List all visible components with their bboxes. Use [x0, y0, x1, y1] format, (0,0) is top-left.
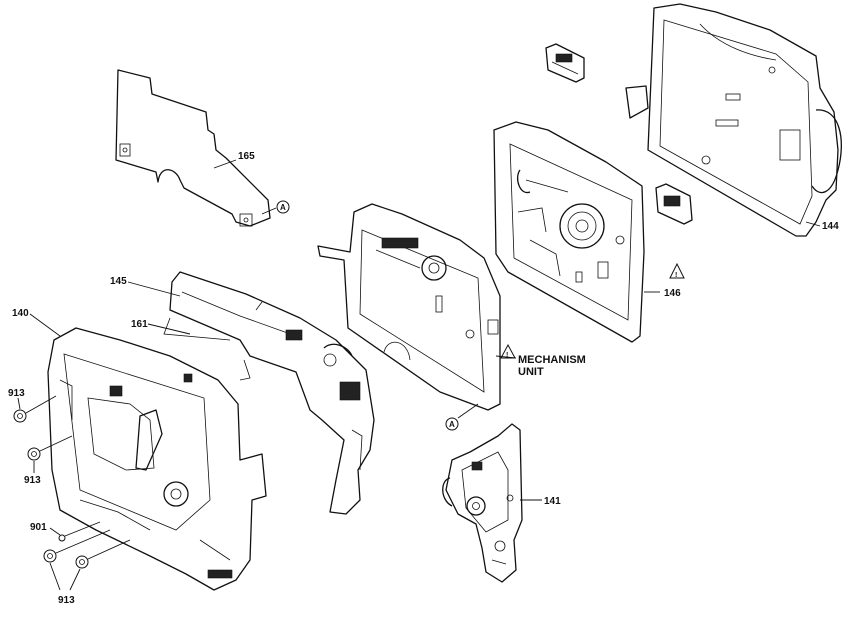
ref-a2-text: A — [449, 420, 455, 429]
ref-a1-text: A — [280, 203, 286, 212]
label-144: 144 — [822, 221, 839, 232]
part-141-side-bracket — [442, 423, 523, 583]
leader-145 — [127, 281, 181, 297]
warning-triangle-146: ! — [669, 262, 685, 279]
label-913-lower: 913 — [58, 595, 75, 606]
label-901: 901 — [30, 522, 47, 533]
label-913-middle: 913 — [24, 475, 41, 486]
part-146-mechanism-board — [493, 121, 645, 343]
reference-marker-a1: A — [276, 200, 290, 214]
label-140: 140 — [12, 308, 29, 319]
part-144-panel-cover — [625, 3, 842, 237]
reference-marker-a2: A — [445, 417, 459, 431]
mechanism-unit-frame — [317, 203, 501, 411]
label-913-upper: 913 — [8, 388, 25, 399]
screw-913-upper — [13, 395, 57, 423]
leader-913-lower-b — [69, 568, 81, 591]
warning-146-mark: ! — [675, 272, 677, 279]
label-165: 165 — [238, 151, 255, 162]
leader-913-lower-a — [49, 562, 61, 591]
leader-ref-a2 — [457, 403, 479, 419]
leader-165 — [213, 159, 237, 169]
label-mechanism-line2: UNIT — [518, 366, 544, 378]
leader-913-upper — [17, 397, 21, 410]
screw-913-middle — [27, 435, 73, 461]
leader-161 — [147, 323, 191, 335]
leader-mechanism — [495, 355, 517, 359]
label-141: 141 — [544, 496, 561, 507]
small-clip-top — [545, 43, 585, 83]
part-140-main-chassis — [47, 327, 267, 591]
label-mechanism-line1: MECHANISM — [518, 354, 586, 366]
screw-913-lower-right — [75, 539, 131, 569]
leader-ref-a1 — [261, 207, 277, 215]
screw-901 — [58, 521, 101, 542]
label-145: 145 — [110, 276, 127, 287]
part-165-shield-plate — [115, 69, 271, 227]
warning-mechanism-mark: ! — [506, 352, 508, 359]
part-145-top-cover — [163, 271, 375, 515]
small-clip-right — [655, 183, 693, 225]
label-146: 146 — [664, 288, 681, 299]
warning-triangle-mechanism: ! — [500, 343, 516, 359]
screw-913-lower-left — [43, 529, 111, 563]
leader-901 — [49, 527, 61, 536]
leader-140 — [29, 313, 61, 337]
label-161: 161 — [131, 319, 148, 330]
leader-144 — [805, 221, 821, 227]
